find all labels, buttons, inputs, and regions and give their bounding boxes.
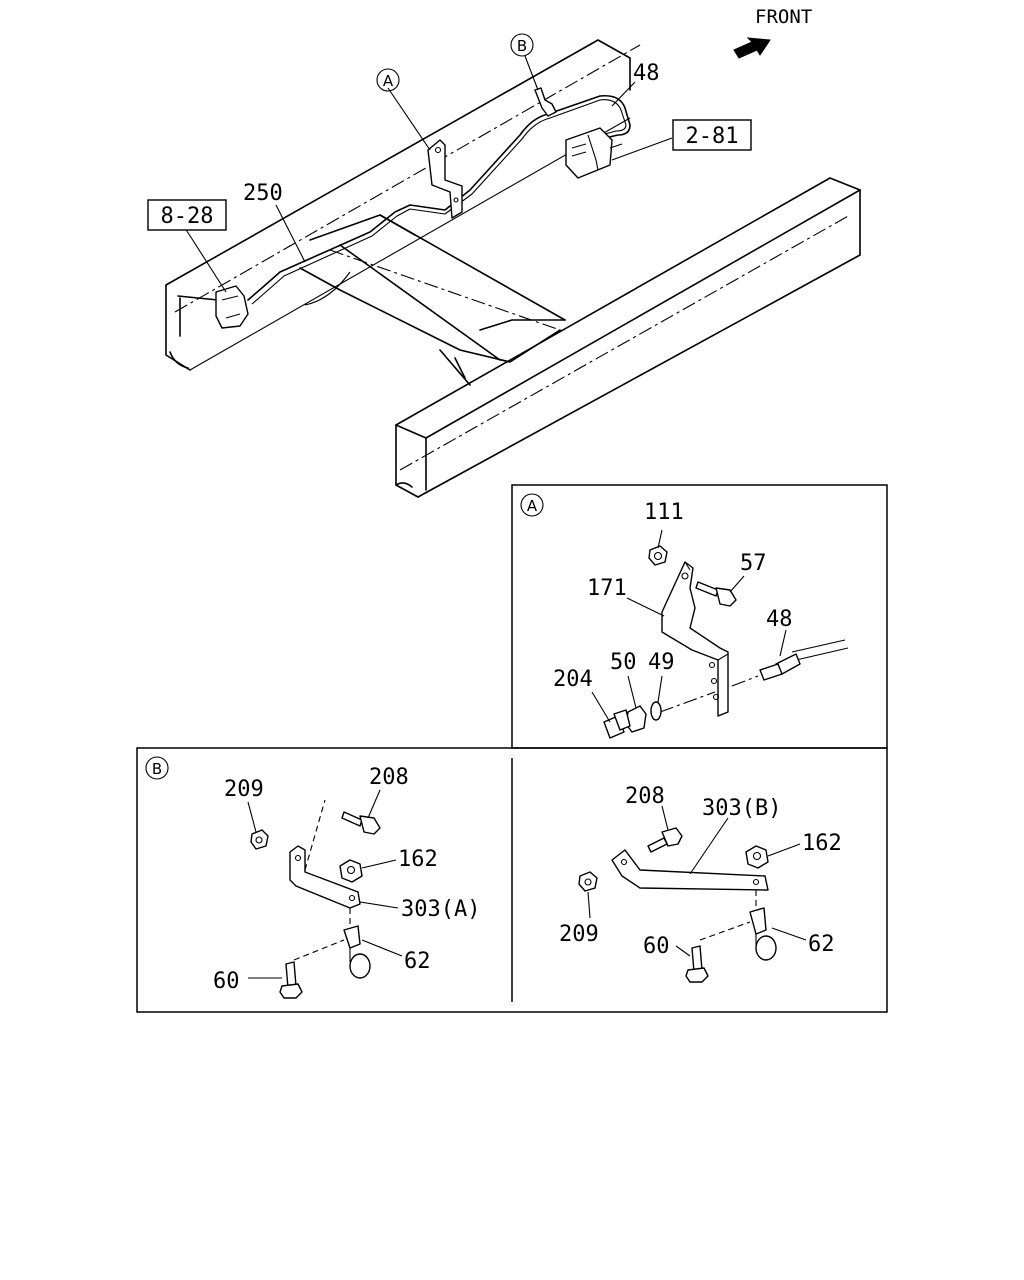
nut-162-right [745,845,769,869]
callout-circle-b: B [510,33,534,57]
detail-b-tag: B [145,756,169,780]
label-162-left: 162 [398,847,438,872]
front-arrow-icon [733,37,771,59]
nut-162-left [339,859,363,883]
cross-member [299,214,566,386]
front-label: FRONT [755,6,812,28]
detail-a: A [520,493,849,739]
svg-text:8-28: 8-28 [161,204,214,229]
clamp-62-left [343,925,371,979]
label-111: 111 [644,500,684,525]
pipe-junction-block [215,285,249,329]
label-208-left: 208 [369,765,409,790]
callout-circle-a: A [376,68,400,92]
label-303b: 303(B) [702,796,781,821]
brake-valve-unit [565,127,623,179]
svg-text:A: A [527,497,538,515]
bracket-303b [611,849,769,891]
leader-2-81 [611,137,673,161]
bracket-171 [661,561,729,717]
label-62-right: 62 [808,932,835,957]
bolt-57 [695,581,737,607]
detail-b-panel [136,747,888,1013]
main-frame-view: A B 48 250 2-81 8-28 [147,33,861,498]
bracket-303a [289,845,361,909]
detail-b-left-view: 209 208 162 303(A) 62 60 [213,765,480,999]
detail-a-tag: A [520,493,544,517]
leader-48 [611,81,636,107]
label-57: 57 [740,551,767,576]
leader-8-28 [184,227,227,293]
nut-209-left [250,829,269,850]
label-60-right: 60 [643,934,670,959]
leader-b [524,55,539,91]
svg-text:A: A [383,72,394,90]
bracket-a-assembly [427,139,463,219]
ref-box-2-81: 2-81 [672,119,752,151]
detail-b: B [145,756,842,999]
nut-50 [625,705,647,733]
label-162-right: 162 [802,831,842,856]
brake-pipe-250 [247,94,631,305]
label-204: 204 [553,667,593,692]
detail-a-panel [511,484,888,749]
label-50: 50 [610,650,637,675]
label-62-left: 62 [404,949,431,974]
washer-49 [650,701,662,721]
label-48-detail: 48 [766,607,793,632]
detail-b-right-view: 208 303(B) 162 209 60 62 [559,784,842,983]
bolt-60-left [279,939,345,999]
lower-frame-rail [395,177,861,498]
clip-b-assembly [534,87,557,117]
nut-209-right [578,871,598,892]
clamp-62-right [749,907,777,961]
svg-text:B: B [517,37,527,55]
front-direction-indicator: FRONT [733,6,812,59]
leader-250 [275,204,306,263]
svg-text:B: B [152,760,162,778]
label-60-left: 60 [213,969,240,994]
bolt-208-left [341,811,381,835]
label-171: 171 [587,576,627,601]
bolt-208-right [647,827,683,853]
label-209-left: 209 [224,777,264,802]
label-303a: 303(A) [401,897,480,922]
pipe-48-detail [731,639,849,687]
svg-text:2-81: 2-81 [686,124,739,149]
axis-line-a [659,691,716,713]
fitting-204 [603,709,631,739]
label-209-right: 209 [559,922,599,947]
bolt-60-right [685,921,751,983]
label-208-right: 208 [625,784,665,809]
leader-a [387,87,431,151]
upper-frame-rail [165,39,641,371]
label-49: 49 [648,650,675,675]
label-250: 250 [243,181,283,206]
label-48-main: 48 [633,61,660,86]
nut-111 [648,545,668,566]
ref-box-8-28: 8-28 [147,199,227,231]
